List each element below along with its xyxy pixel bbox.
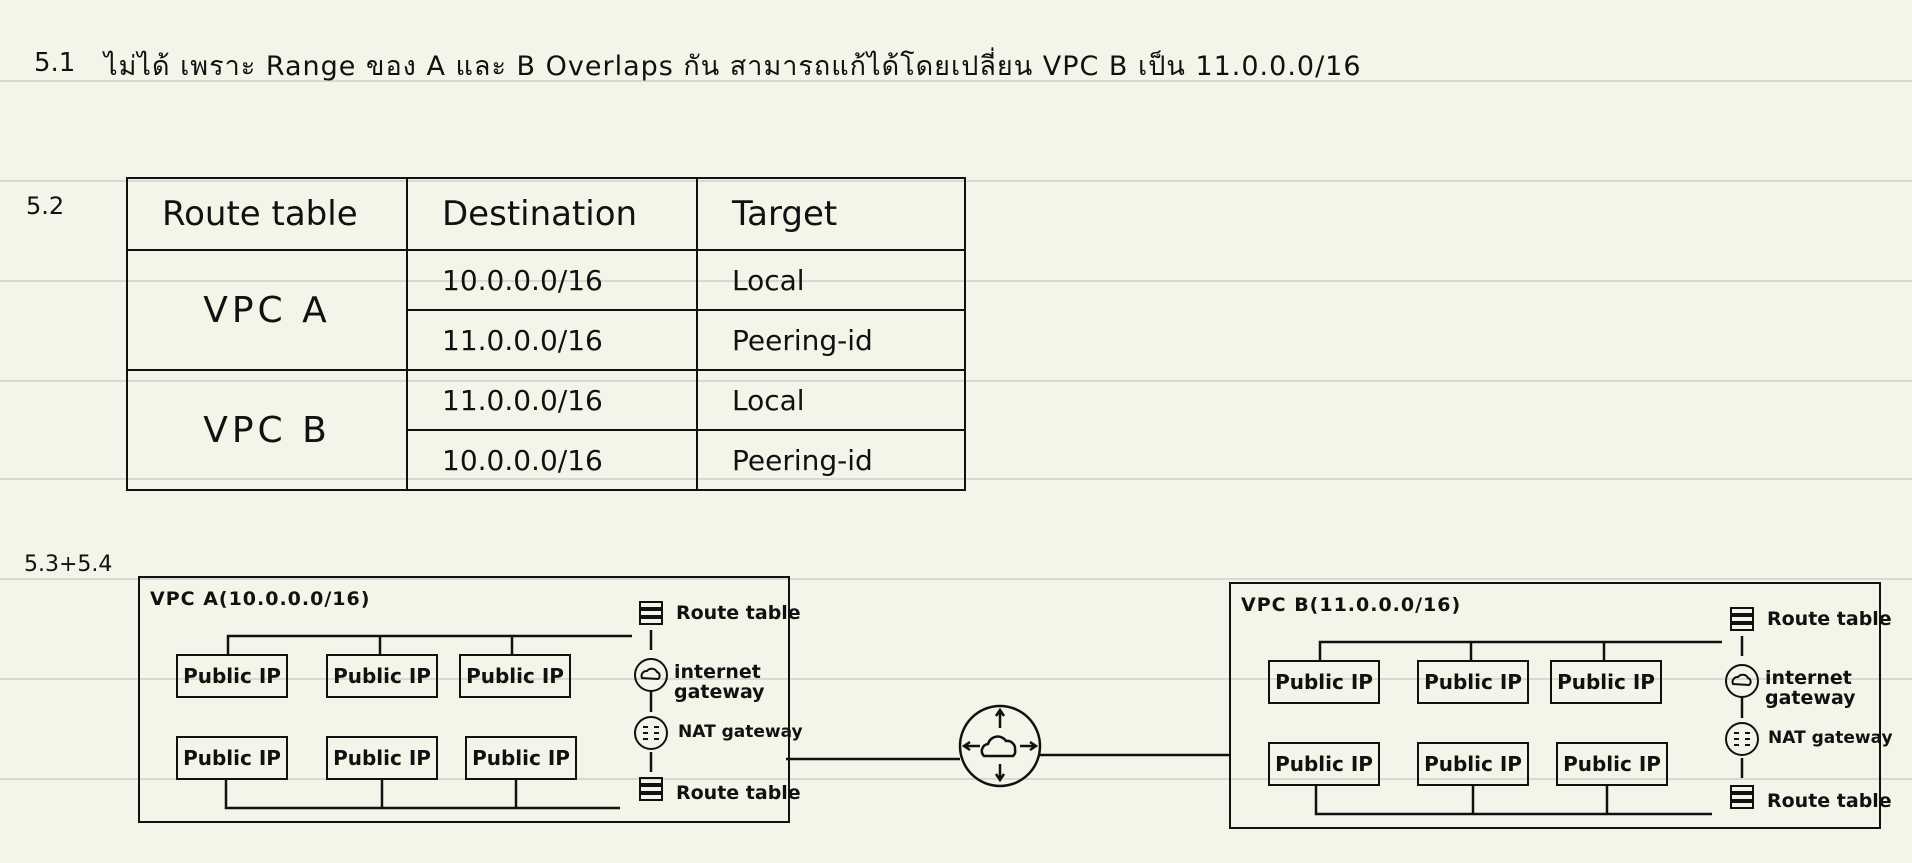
question-5-2-label: 5.2 [26, 192, 65, 220]
question-5-1-label: 5.1 [34, 48, 76, 78]
destination-cell: 10.0.0.0/16 [406, 249, 698, 311]
vpc-a-title: VPC A(10.0.0.0/16) [150, 588, 371, 610]
vpc-a-nat-label: NAT gateway [678, 722, 803, 742]
header-destination: Destination [406, 177, 698, 251]
vpc-b-public-ip-3: Public IP [1550, 660, 1662, 704]
vpc-a-public-ip-3: Public IP [459, 654, 571, 698]
vpc-b-public-ip-4: Public IP [1268, 742, 1380, 786]
vpc-b-cell: VPC B [126, 369, 408, 491]
vpc-a-public-ip-1: Public IP [176, 654, 288, 698]
route-table: Route table Destination Target VPC A 10.… [126, 177, 966, 491]
ruled-line [0, 678, 1912, 680]
vpc-a-box [138, 576, 790, 823]
destination-cell: 10.0.0.0/16 [406, 429, 698, 491]
vpc-a-public-ip-6: Public IP [465, 736, 577, 780]
table-row: 10.0.0.0/16 Peering-id [127, 429, 966, 491]
vpc-a-route-table-top-label: Route table [676, 602, 801, 624]
route-table-header-row: Route table Destination Target [126, 177, 966, 251]
destination-cell: 11.0.0.0/16 [406, 309, 698, 371]
header-target: Target [696, 177, 966, 251]
vpc-b-public-ip-1: Public IP [1268, 660, 1380, 704]
ruled-line [0, 778, 1912, 780]
question-5-1-answer: ไม่ได้ เพราะ Range ของ A และ B Overlaps … [104, 51, 1362, 82]
vpc-a-public-ip-2: Public IP [326, 654, 438, 698]
target-cell: Local [696, 369, 966, 431]
ruled-line [0, 80, 1912, 82]
header-route-table: Route table [126, 177, 408, 251]
ruled-line [0, 578, 1912, 580]
vpc-a-igw-label: internet gateway [674, 661, 765, 703]
vpc-a-cell: VPC A [126, 249, 408, 371]
vpc-b-route-table-bottom-label: Route table [1767, 790, 1892, 812]
vpc-a-public-ip-4: Public IP [176, 736, 288, 780]
target-cell: Local [696, 249, 966, 311]
table-row: VPC A 10.0.0.0/16 Local [126, 249, 966, 371]
target-cell: Peering-id [696, 309, 966, 371]
vpc-b-public-ip-6: Public IP [1556, 742, 1668, 786]
vpc-b-nat-label: NAT gateway [1768, 728, 1893, 748]
vpc-b-route-table-top-label: Route table [1767, 608, 1892, 630]
vpc-b-igw-label: internet gateway [1765, 667, 1856, 709]
vpc-b-title: VPC B(11.0.0.0/16) [1241, 594, 1462, 616]
destination-cell: 11.0.0.0/16 [406, 369, 698, 431]
vpc-a-route-table-bottom-label: Route table [676, 782, 801, 804]
vpc-a-public-ip-5: Public IP [326, 736, 438, 780]
peering-cloud-icon [958, 704, 1042, 788]
target-cell: Peering-id [696, 429, 966, 491]
vpc-b-public-ip-5: Public IP [1417, 742, 1529, 786]
vpc-b-public-ip-2: Public IP [1417, 660, 1529, 704]
vpc-b-box [1229, 582, 1881, 829]
question-5-3-5-4-label: 5.3+5.4 [24, 552, 113, 577]
table-row: VPC B 11.0.0.0/16 Local [126, 369, 966, 491]
table-row: 11.0.0.0/16 Peering-id [127, 309, 966, 371]
